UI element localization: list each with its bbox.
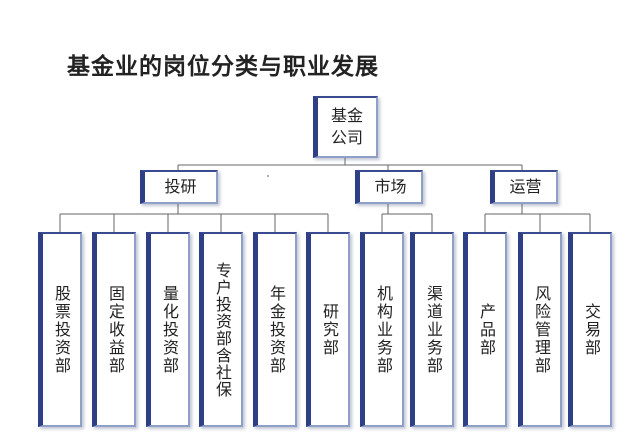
- leaf-node: 专户投资部含社保: [199, 232, 243, 427]
- leaf-node: 年金投资部: [253, 232, 297, 427]
- group-node-market: 市场: [355, 170, 423, 204]
- group-label: 市场: [374, 177, 407, 196]
- leaf-label: 机构业务部: [374, 284, 393, 375]
- leaf-label: 研究部: [320, 302, 339, 357]
- leaf-node: 交易部: [568, 232, 612, 427]
- leaf-label: 年金投资部: [267, 284, 286, 375]
- leaf-label: 股票投资部: [52, 284, 71, 375]
- leaf-node: 风险管理部: [518, 232, 562, 427]
- root-node: 基金公司: [313, 96, 378, 158]
- leaf-node: 量化投资部: [146, 232, 190, 427]
- leaf-node: 固定收益部: [92, 232, 136, 427]
- group-node-investment-research: 投研: [140, 170, 218, 204]
- group-node-operations: 运营: [490, 170, 558, 204]
- leaf-label: 产品部: [477, 302, 496, 357]
- leaf-node: 机构业务部: [360, 232, 404, 427]
- root-label: 基金公司: [330, 106, 363, 147]
- leaf-label: 交易部: [582, 302, 601, 357]
- leaf-label: 渠道业务部: [424, 284, 443, 375]
- leaf-node: 股票投资部: [38, 232, 82, 427]
- stray-dot: [267, 175, 269, 177]
- leaf-label: 专户投资部含社保: [213, 261, 232, 398]
- leaf-label: 固定收益部: [106, 284, 125, 375]
- leaf-node: 研究部: [306, 232, 350, 427]
- leaf-label: 量化投资部: [160, 284, 179, 375]
- page-title: 基金业的岗位分类与职业发展: [67, 54, 379, 80]
- leaf-node: 渠道业务部: [410, 232, 454, 427]
- leaf-label: 风险管理部: [532, 284, 551, 375]
- group-label: 运营: [509, 177, 542, 196]
- group-label: 投研: [164, 177, 197, 196]
- leaf-node: 产品部: [463, 232, 507, 427]
